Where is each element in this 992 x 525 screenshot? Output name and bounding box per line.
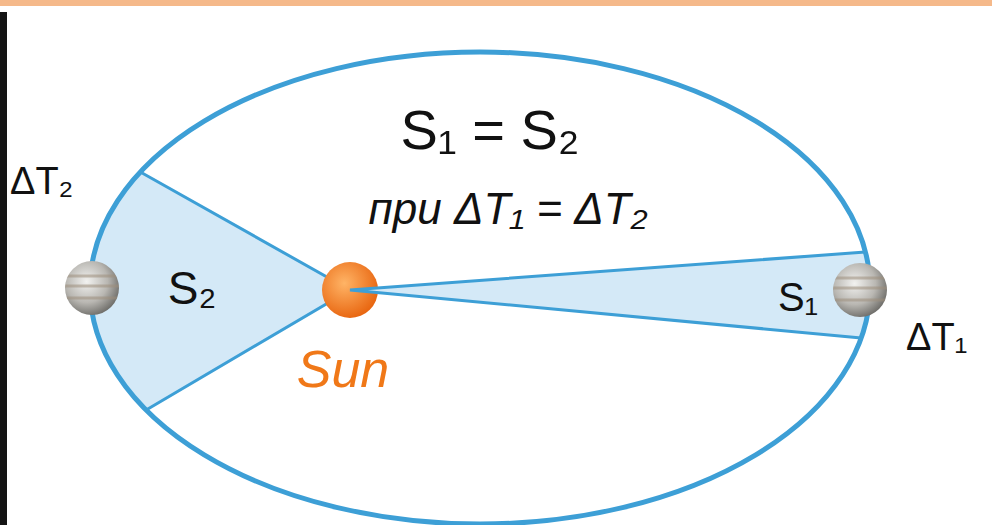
condition-text: при ΔT₁ = ΔT₂ (369, 184, 648, 235)
sun: Sun (278, 258, 422, 408)
side-bar (0, 12, 7, 525)
time-interval-label: ΔT₁ (906, 316, 967, 360)
orbit-ellipse (90, 52, 870, 524)
area-label: S₂ (168, 262, 217, 315)
planet (60, 261, 125, 315)
radius-line (350, 252, 865, 338)
planet (828, 263, 893, 317)
time-interval-label: ΔT₂ (10, 160, 73, 204)
area-label: S₁ (778, 274, 818, 320)
sector-fill (350, 252, 870, 338)
top-bar (0, 0, 992, 6)
equation: S₁ = S₂ (400, 98, 579, 162)
body-name: Sun (297, 340, 390, 400)
swept-area-sector: S₁ (346, 248, 872, 344)
